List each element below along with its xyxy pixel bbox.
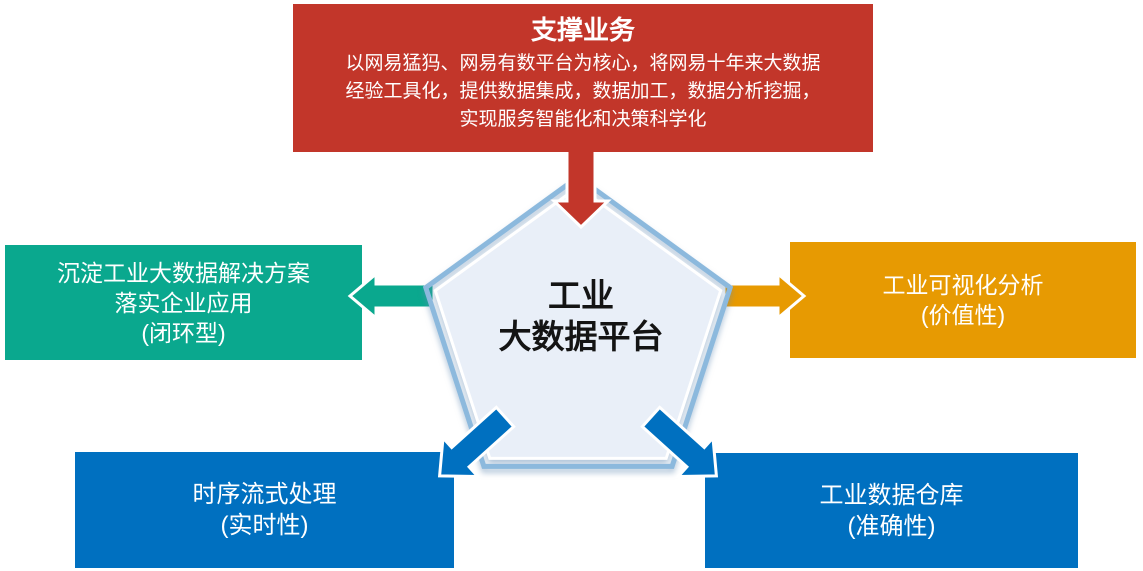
solution-box: 沉淀工业大数据解决方案 落实企业应用 (闭环型) xyxy=(5,245,362,360)
visualization-box: 工业可视化分析 (价值性) xyxy=(790,242,1136,358)
supporting-business-body-line: 以网易猛犸、网易有数平台为核心，将网易十年来大数据 xyxy=(345,53,821,74)
stream-processing-box: 时序流式处理 (实时性) xyxy=(75,452,454,568)
data-warehouse-box-line: (准确性) xyxy=(847,512,936,540)
stream-processing-box-line: 时序流式处理 xyxy=(192,481,337,508)
data-warehouse-box-line: 工业数据仓库 xyxy=(819,481,964,509)
visualization-box-line: 工业可视化分析 xyxy=(882,272,1044,298)
supporting-business-title: 支撑业务 xyxy=(530,15,635,45)
solution-box-line: (闭环型) xyxy=(141,319,226,346)
supporting-business-body-line: 经验工具化，提供数据集成，数据加工，数据分析挖掘， xyxy=(345,81,821,102)
supporting-business-body-line: 实现服务智能化和决策科学化 xyxy=(459,109,707,130)
data-warehouse-box: 工业数据仓库 (准确性) xyxy=(705,453,1078,568)
solution-box-line: 落实企业应用 xyxy=(114,289,253,316)
pentagon-label-line: 工业 xyxy=(548,277,614,314)
supporting-business-box: 支撑业务 以网易猛犸、网易有数平台为核心，将网易十年来大数据 经验工具化，提供数… xyxy=(293,4,873,152)
solution-box-line: 沉淀工业大数据解决方案 xyxy=(57,259,310,286)
pentagon-label: 工业 大数据平台 xyxy=(428,275,734,357)
stream-processing-box-line: (实时性) xyxy=(220,512,309,539)
teal-left-arrow-icon xyxy=(347,270,436,322)
red-down-arrow-icon xyxy=(550,147,612,230)
pentagon-label-line: 大数据平台 xyxy=(498,318,664,355)
visualization-box-line: (价值性) xyxy=(920,302,1006,328)
